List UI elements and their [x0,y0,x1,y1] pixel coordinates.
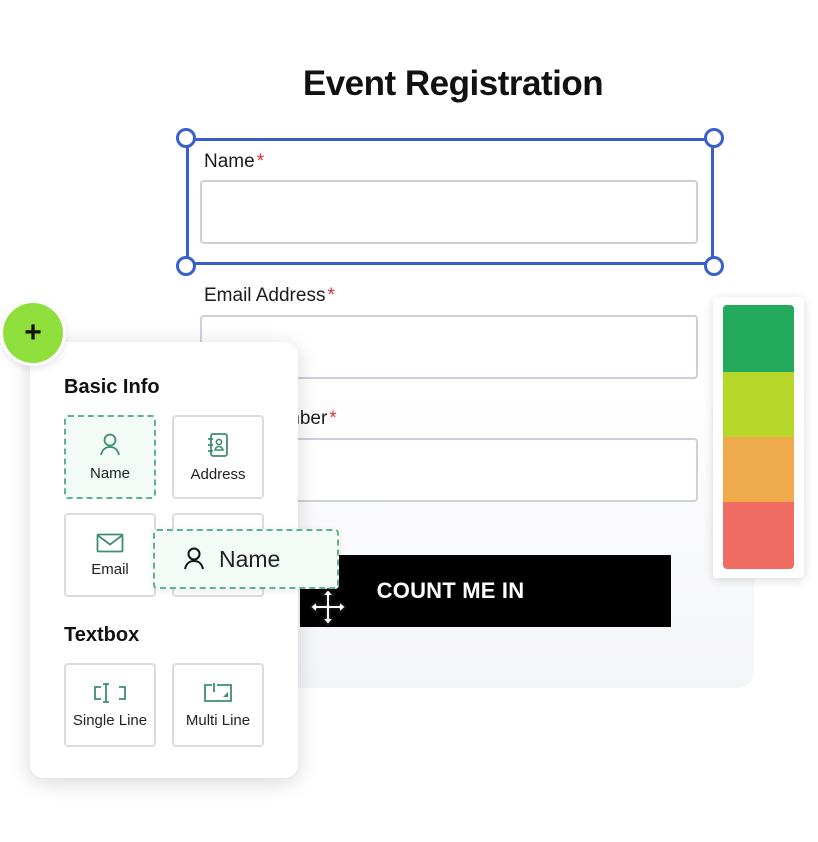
multi-line-icon [204,682,232,702]
tile-multi-line[interactable]: Multi Line [172,663,264,747]
color-swatch-lime[interactable] [723,372,794,437]
count-me-in-button[interactable]: COUNT ME IN [300,555,671,627]
resize-handle-bottom-left[interactable] [176,256,196,276]
form-title: Event Registration [302,64,604,103]
tile-label: Name [89,464,130,482]
tile-label: Email [91,560,129,578]
envelope-icon [96,533,124,552]
tile-label: Multi Line [185,711,251,729]
move-cursor-icon [309,588,347,626]
resize-handle-top-right[interactable] [704,128,724,148]
color-palette [713,297,804,578]
section-title-basic-info: Basic Info [64,376,160,398]
person-icon [184,547,204,570]
field-selection-box[interactable] [186,138,714,265]
person-icon [100,433,120,455]
color-swatch-orange[interactable] [723,437,794,502]
email-field-label: Email Address* [204,285,335,306]
tile-name[interactable]: Name [64,415,156,499]
dragged-field-label: Name [219,545,281,572]
single-line-icon [94,682,126,703]
name-input[interactable] [200,180,698,244]
resize-handle-top-left[interactable] [176,128,196,148]
dragged-name-field[interactable]: Name [153,529,339,589]
plus-icon: + [24,316,42,349]
color-swatch-green[interactable] [723,305,794,372]
tile-label: Address [190,465,246,483]
resize-handle-bottom-right[interactable] [704,256,724,276]
section-title-textbox: Textbox [64,624,140,646]
add-field-button[interactable]: + [3,303,63,363]
tile-email[interactable]: Email [64,513,156,597]
name-field-label: Name* [204,151,265,172]
tile-label: Single Line [72,711,148,729]
tile-address[interactable]: Address [172,415,264,499]
color-swatch-red[interactable] [723,502,794,569]
tile-single-line[interactable]: Single Line [64,663,156,747]
address-book-icon [208,432,228,457]
